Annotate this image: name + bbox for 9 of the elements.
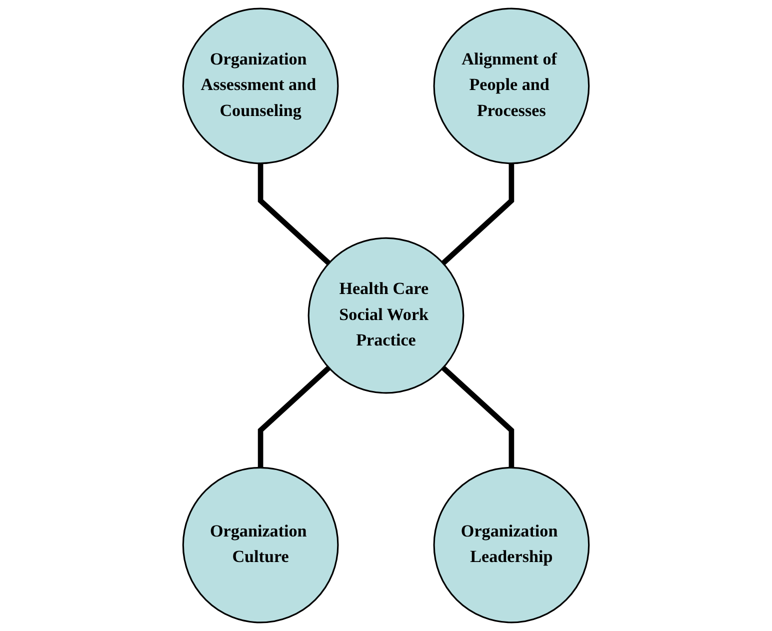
connector [441,163,514,266]
connector [258,366,331,468]
node-circle: Organization Assessment and Counseling [182,8,339,164]
node-circle: Organization Leadership [433,466,590,624]
connector [441,366,514,468]
node-circle: Organization Culture [182,466,339,624]
node-circle: Health Care Social Work Practice [308,237,464,394]
connector [258,163,331,266]
node-circle: Alignment of People and Processes [433,8,590,164]
